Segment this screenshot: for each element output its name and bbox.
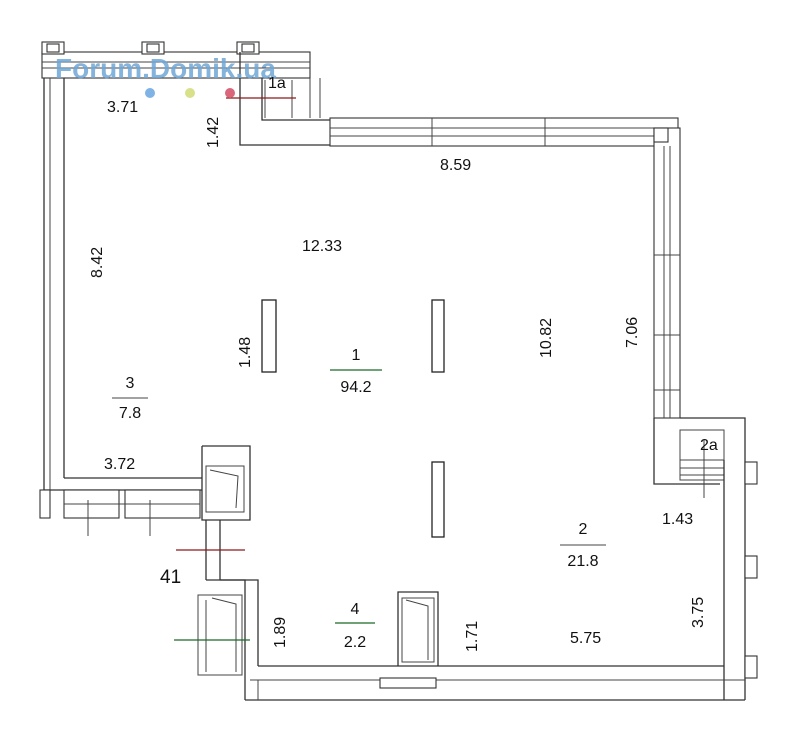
dimension-3-72: 3.72 bbox=[104, 456, 135, 473]
watermark-text: Forum.Domik.ua bbox=[55, 53, 276, 84]
dimension-5-75: 5.75 bbox=[570, 630, 601, 647]
room-3-number: 3 bbox=[126, 375, 135, 392]
column-3 bbox=[431, 461, 445, 538]
marker-41: 41 bbox=[160, 567, 181, 588]
room-1a-label: 1a bbox=[268, 75, 286, 92]
dimension-3-71: 3.71 bbox=[107, 99, 138, 116]
dimension-1-48: 1.48 bbox=[237, 337, 254, 368]
watermark-dot-blue bbox=[145, 88, 155, 98]
watermark-dot-yellow bbox=[185, 88, 195, 98]
dimension-7-06: 7.06 bbox=[624, 317, 641, 348]
room-4-number: 4 bbox=[351, 601, 360, 618]
window-top-left bbox=[41, 51, 311, 79]
dimension-10-82: 10.82 bbox=[538, 318, 555, 358]
dimension-3-75: 3.75 bbox=[690, 597, 707, 628]
column-1 bbox=[261, 299, 277, 373]
room-2a-label: 2a bbox=[700, 437, 718, 454]
room-1-number: 1 bbox=[352, 347, 361, 364]
outer-walls bbox=[39, 41, 758, 701]
watermark: Forum.Domik.ua bbox=[55, 53, 276, 98]
watermark-dot-red bbox=[225, 88, 235, 98]
column-2 bbox=[431, 299, 445, 373]
window-right bbox=[653, 127, 681, 419]
room-2-area: 21.8 bbox=[567, 553, 598, 570]
room-2-number: 2 bbox=[579, 521, 588, 538]
room-4-area: 2.2 bbox=[344, 634, 366, 651]
dimension-8-59: 8.59 bbox=[440, 157, 471, 174]
window-top bbox=[329, 117, 679, 147]
dimension-8-42: 8.42 bbox=[89, 247, 106, 278]
room-3-area: 7.8 bbox=[119, 405, 141, 422]
dimension-1-42: 1.42 bbox=[205, 117, 222, 148]
dimension-1-43: 1.43 bbox=[662, 511, 693, 528]
dimension-1-71: 1.71 bbox=[464, 621, 481, 652]
dimension-12-33: 12.33 bbox=[302, 238, 342, 255]
dimension-1-89: 1.89 bbox=[272, 617, 289, 648]
room-1-area: 94.2 bbox=[340, 379, 371, 396]
